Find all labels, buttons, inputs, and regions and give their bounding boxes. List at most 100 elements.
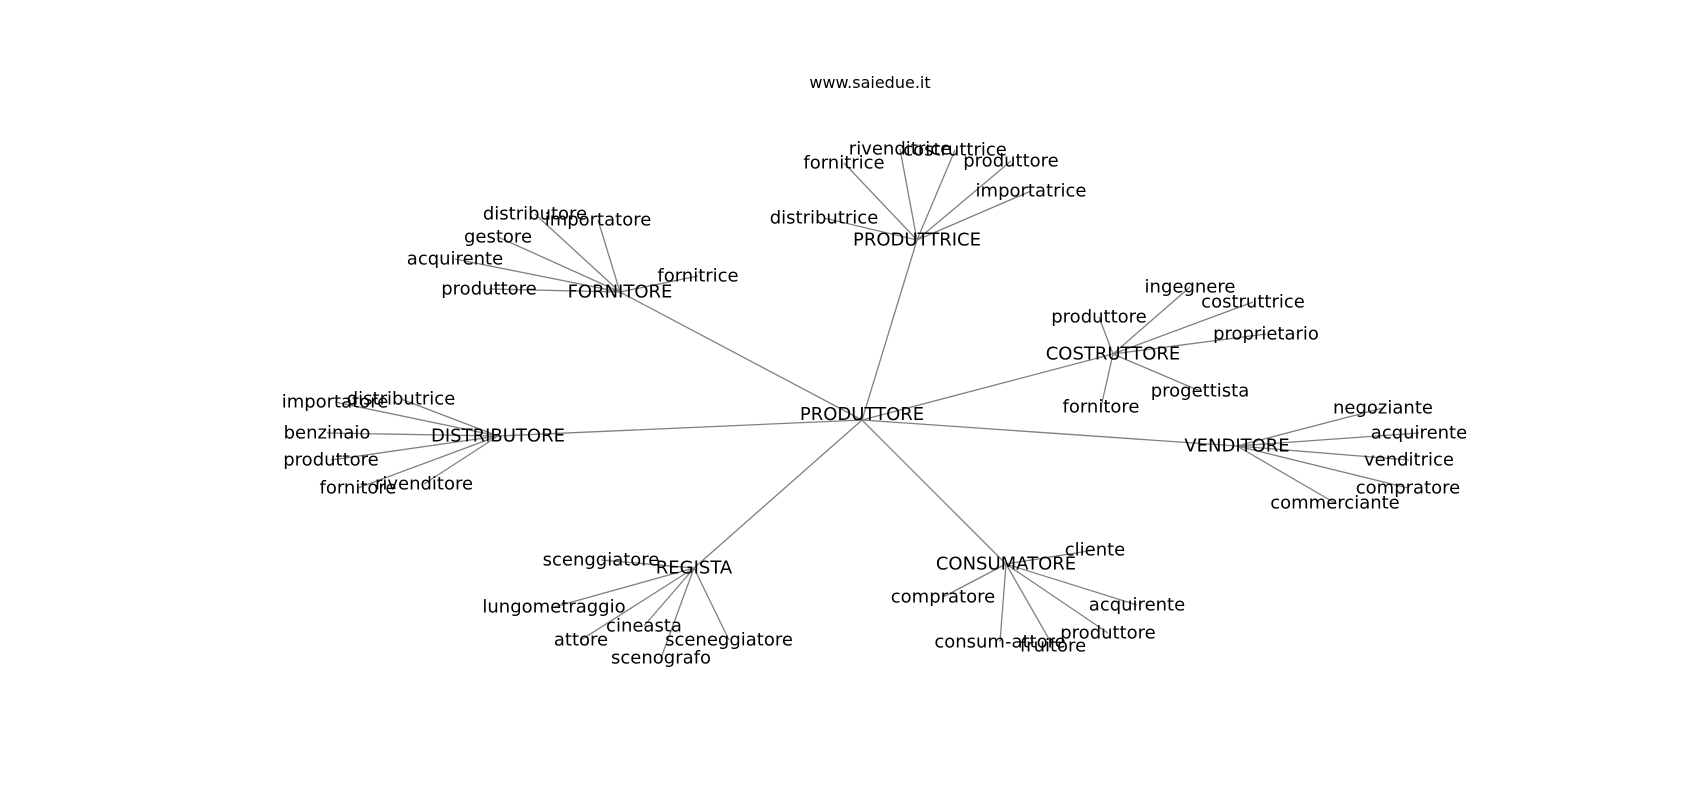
leaf-node-produttrice-fornitrice: fornitrice <box>803 153 884 174</box>
leaf-node-costruttore-progettista: progettista <box>1151 381 1250 402</box>
edge-produttrice-importatrice <box>916 190 1032 241</box>
leaf-node-distributore-fornitore: fornitore <box>320 478 397 499</box>
edge-costruttore-fornitore <box>1100 353 1114 408</box>
leaf-node-costruttore-proprietario: proprietario <box>1213 324 1319 345</box>
leaf-node-distributore-importatore: importatore <box>282 392 389 413</box>
edge-fornitore-gestore <box>497 236 621 293</box>
edge-consumatore-compratore <box>942 563 1007 598</box>
leaf-node-consumatore-produttore: produttore <box>1060 623 1155 644</box>
hub-node-venditore: VENDITORE <box>1184 436 1289 457</box>
leaf-node-produttrice-distributrice: distributrice <box>770 208 879 229</box>
leaf-node-fornitore-gestore: gestore <box>464 227 532 248</box>
edge-produttrice-rivenditrice <box>899 148 918 241</box>
edge-produttrice-costruttrice <box>916 149 956 241</box>
leaf-node-regista-scenggiatore: scenggiatore <box>543 550 660 571</box>
edge-produttrice-produttore <box>916 160 1012 241</box>
edge-regista-sceneggiatore <box>693 567 730 641</box>
edge-fornitore-acquirente <box>454 258 621 293</box>
leaf-node-fornitore-distributore: distributore <box>483 204 587 225</box>
edge-consumatore-cliente <box>1005 549 1096 565</box>
edge-venditore-negoziante <box>1236 407 1384 447</box>
leaf-node-costruttore-ingegnere: ingegnere <box>1145 277 1236 298</box>
leaf-node-distributore-rivenditore: rivenditore <box>375 474 473 495</box>
edge-center-consumatore <box>861 419 1007 565</box>
edge-costruttore-proprietario <box>1112 333 1267 355</box>
edge-consumatore-consum-attore <box>999 563 1007 643</box>
edge-venditore-acquirente <box>1236 432 1420 447</box>
leaf-node-produttrice-produttore: produttore <box>963 151 1058 172</box>
edge-distributore-distributrice <box>400 398 499 437</box>
edge-center-venditore <box>861 419 1238 447</box>
leaf-node-produttrice-rivenditrice: rivenditrice <box>849 139 951 160</box>
edge-costruttore-ingegnere <box>1112 286 1191 355</box>
leaf-node-venditore-commerciante: commerciante <box>1270 493 1400 514</box>
site-title: www.saiedue.it <box>809 73 930 92</box>
edge-costruttore-costruttrice <box>1112 301 1254 355</box>
leaf-node-regista-scenografo: scenografo <box>611 648 711 669</box>
edges-layer <box>326 148 1420 659</box>
edge-venditore-commerciante <box>1236 445 1336 504</box>
leaf-node-fornitore-fornitrice: fornitrice <box>657 266 738 287</box>
leaf-node-fornitore-acquirente: acquirente <box>407 249 503 270</box>
leaf-node-consumatore-compratore: compratore <box>891 587 995 608</box>
leaf-node-produttrice-costruttrice: costruttrice <box>903 140 1007 161</box>
leaf-node-venditore-compratore: compratore <box>1356 478 1460 499</box>
edge-venditore-venditrice <box>1236 445 1410 461</box>
edge-distributore-importatore <box>334 401 499 437</box>
leaf-node-consumatore-acquirente: acquirente <box>1089 595 1185 616</box>
edge-center-regista <box>693 419 863 569</box>
leaf-node-consumatore-consum-attore: consum-attore <box>934 632 1065 653</box>
leaf-node-regista-lungometraggio: lungometraggio <box>482 597 625 618</box>
hub-node-consumatore: CONSUMATORE <box>936 554 1076 575</box>
edge-regista-cineasta <box>643 567 695 627</box>
leaf-node-venditore-negoziante: negoziante <box>1333 398 1433 419</box>
edge-consumatore-fruitore <box>1005 563 1054 647</box>
edge-distributore-rivenditore <box>423 435 499 485</box>
labels-layer: www.saiedue.it PRODUTTORE rivenditriceco… <box>282 73 1468 669</box>
edge-costruttore-progettista <box>1112 353 1201 392</box>
hub-node-costruttore: COSTRUTTORE <box>1046 344 1181 365</box>
edge-distributore-fornitore <box>357 435 499 489</box>
leaf-node-fornitore-produttore: produttore <box>441 279 536 300</box>
edge-center-fornitore <box>619 291 863 421</box>
edge-produttrice-distributrice <box>823 217 918 241</box>
leaf-node-costruttore-produttore: produttore <box>1051 307 1146 328</box>
leaf-node-consumatore-cliente: cliente <box>1065 540 1126 561</box>
edge-regista-scenografo <box>660 567 695 659</box>
edge-fornitore-distributore <box>534 213 621 293</box>
edge-fornitore-importatore <box>597 219 621 293</box>
leaf-node-venditore-acquirente: acquirente <box>1371 423 1467 444</box>
hub-node-regista: REGISTA <box>656 558 733 579</box>
leaf-node-distributore-benzinaio: benzinaio <box>284 423 371 444</box>
edge-consumatore-acquirente <box>1005 563 1138 606</box>
leaf-node-regista-sceneggiatore: sceneggiatore <box>665 630 793 651</box>
hub-node-distributore: DISTRIBUTORE <box>431 426 565 447</box>
edge-consumatore-produttore <box>1005 563 1109 634</box>
center-node-label: PRODUTTORE <box>800 404 924 425</box>
edge-fornitore-produttore <box>488 288 621 293</box>
leaf-node-distributore-produttore: produttore <box>283 450 378 471</box>
leaf-node-costruttore-fornitore: fornitore <box>1063 397 1140 418</box>
edge-center-produttrice <box>861 239 918 421</box>
edge-costruttore-produttore <box>1098 316 1114 355</box>
edge-center-costruttore <box>861 353 1114 421</box>
leaf-node-regista-attore: attore <box>554 630 608 651</box>
leaf-node-regista-cineasta: cineasta <box>606 616 682 637</box>
edge-distributore-produttore <box>330 435 499 461</box>
edge-regista-scenggiatore <box>600 559 695 569</box>
leaf-node-costruttore-costruttrice: costruttrice <box>1201 292 1305 313</box>
hub-node-produttrice: PRODUTTRICE <box>853 230 981 251</box>
leaf-node-consumatore-fruitore: fruitore <box>1020 636 1086 657</box>
edge-distributore-benzinaio <box>326 432 499 437</box>
leaf-node-venditore-venditrice: venditrice <box>1364 450 1454 471</box>
leaf-node-fornitore-importatore: importatore <box>545 210 652 231</box>
edge-fornitore-fornitrice <box>619 275 699 293</box>
leaf-node-distributore-distributrice: distributrice <box>347 389 456 410</box>
edge-center-distributore <box>497 419 863 437</box>
hub-node-fornitore: FORNITORE <box>568 282 673 303</box>
leaf-node-produttrice-importatrice: importatrice <box>976 181 1087 202</box>
edge-produttrice-fornitrice <box>843 162 918 241</box>
edge-regista-attore <box>580 567 695 641</box>
edge-venditore-compratore <box>1236 445 1409 489</box>
